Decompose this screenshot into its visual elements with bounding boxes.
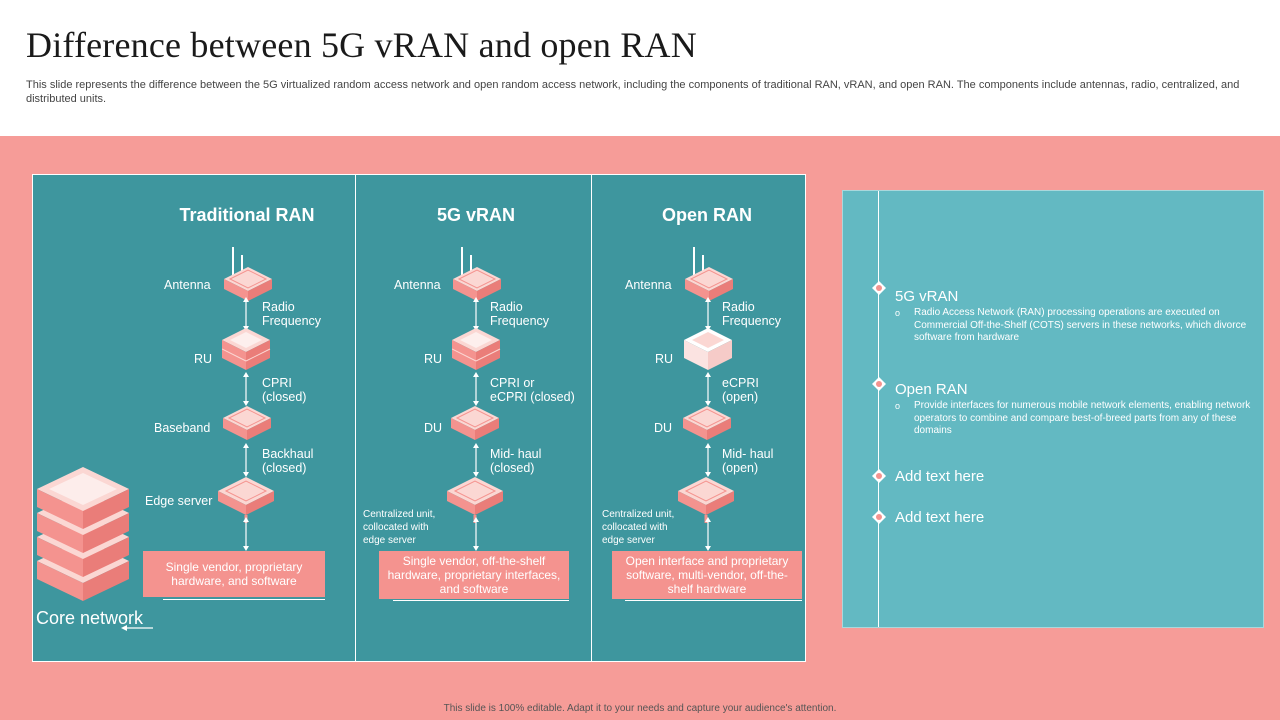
du-label: DU — [424, 421, 443, 435]
antenna-icon — [452, 246, 502, 302]
ru-label: RU — [655, 352, 674, 366]
page-subtitle: This slide represents the difference bet… — [26, 79, 1240, 105]
edge-server-label: Edge server — [145, 494, 213, 508]
antenna-label: Antenna — [394, 278, 441, 292]
radio-frequency-label: Radio Frequency — [262, 300, 322, 328]
link-arrow — [704, 372, 712, 407]
centralized-unit-label: Centralized unit, collocated with edge s… — [602, 509, 675, 546]
antenna-icon — [223, 246, 273, 302]
vendor-box-open-ran: Open interface and proprietary software,… — [612, 551, 802, 599]
radio-unit-icon — [452, 328, 501, 371]
link-arrow — [472, 372, 480, 407]
diamond-marker-icon — [872, 510, 886, 524]
cpri-label: CPRI or eCPRI (closed) — [490, 376, 575, 404]
diamond-marker-icon — [872, 281, 886, 295]
radio-unit-icon — [222, 328, 271, 371]
core-server-stack-icon — [37, 467, 129, 601]
comparison-panel: 5G vRAN o Radio Access Network (RAN) pro… — [842, 190, 1264, 628]
left-arrow-icon — [121, 625, 153, 631]
baseband-icon — [222, 405, 272, 441]
du-icon — [682, 405, 732, 441]
column-title-5g-vran: 5G vRAN — [436, 205, 516, 225]
box-underline — [163, 599, 325, 600]
column-divider — [591, 175, 592, 661]
baseband-label: Baseband — [154, 421, 211, 435]
midhaul-label: Mid- haul (open) — [722, 447, 774, 475]
vendor-box-traditional: Single vendor, proprietary hardware, and… — [143, 551, 325, 597]
du-label: DU — [654, 421, 673, 435]
radio-unit-icon — [684, 328, 732, 370]
item-heading-placeholder: Add text here — [895, 468, 985, 485]
antenna-icon — [684, 246, 734, 302]
radio-frequency-label: Radio Frequency — [722, 300, 782, 328]
item-heading-open-ran: Open RAN — [895, 381, 968, 398]
footer-note: This slide is 100% editable. Adapt it to… — [443, 703, 837, 714]
box-underline — [625, 600, 802, 601]
link-arrow — [704, 517, 712, 552]
backhaul-label: Backhaul (closed) — [262, 447, 314, 475]
column-divider — [355, 175, 356, 661]
ru-label: RU — [194, 352, 213, 366]
item-heading-placeholder: Add text here — [895, 509, 985, 526]
item-bullet: o — [895, 401, 901, 411]
item-heading-5g-vran: 5G vRAN — [895, 288, 959, 305]
link-arrow — [242, 372, 250, 407]
link-arrow — [472, 517, 480, 552]
link-arrow — [704, 443, 712, 478]
link-arrow — [242, 517, 250, 552]
box-underline — [393, 600, 569, 601]
midhaul-label: Mid- haul (closed) — [490, 447, 542, 475]
link-arrow — [472, 443, 480, 478]
vendor-box-5g-vran: Single vendor, off-the-shelf hardware, p… — [379, 551, 569, 599]
radio-frequency-label: Radio Frequency — [490, 300, 550, 328]
column-title-open-ran: Open RAN — [662, 205, 752, 225]
ru-label: RU — [424, 352, 443, 366]
antenna-label: Antenna — [625, 278, 672, 292]
item-body-open-ran: Provide interfaces for numerous mobile n… — [914, 400, 1251, 436]
page-title: Difference between 5G vRAN and open RAN — [26, 25, 697, 65]
du-icon — [450, 405, 500, 441]
cpri-label: CPRI (closed) — [262, 376, 307, 404]
core-network-label: Core network — [36, 608, 144, 628]
antenna-label: Antenna — [164, 278, 211, 292]
timeline-line — [878, 191, 879, 627]
item-body-5g-vran: Radio Access Network (RAN) processing op… — [914, 307, 1247, 343]
diamond-marker-icon — [872, 469, 886, 483]
item-bullet: o — [895, 308, 901, 318]
ecpri-label: eCPRI (open) — [722, 376, 759, 404]
link-arrow — [242, 443, 250, 478]
column-title-traditional-ran: Traditional RAN — [179, 205, 315, 225]
ran-diagram: Core network Traditional RAN Antenna Rad… — [32, 174, 806, 662]
diamond-marker-icon — [872, 377, 886, 391]
centralized-unit-label: Centralized unit, collocated with edge s… — [363, 509, 436, 546]
